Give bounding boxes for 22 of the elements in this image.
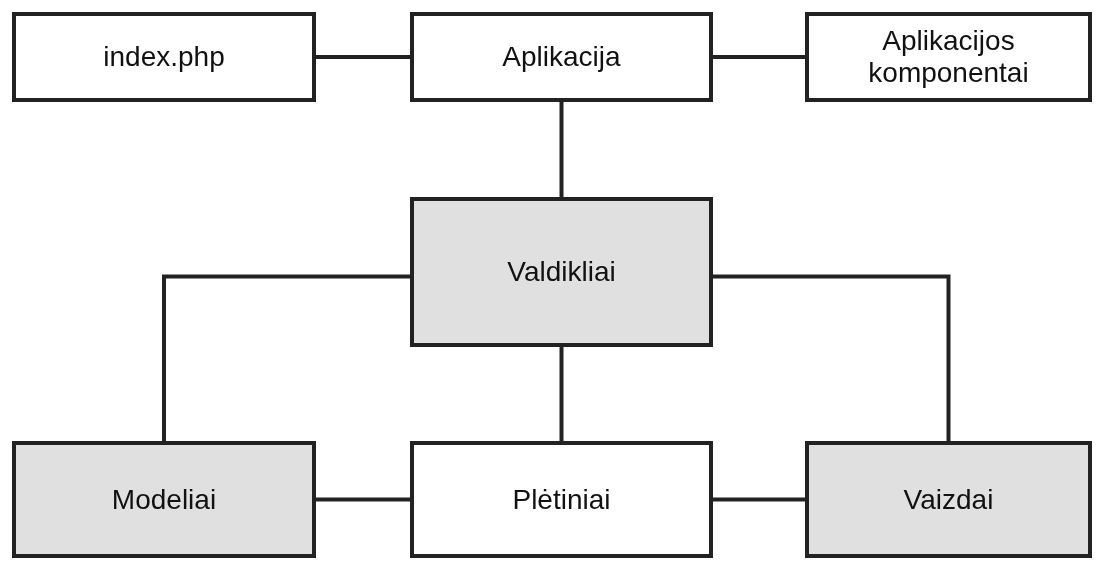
connector-line [713,274,951,441]
connector-line [162,274,410,441]
box-label: Valdikliai [507,256,616,288]
box-label: Plėtiniai [512,483,611,516]
process-box [805,12,1092,102]
box-label: Aplikacijos komponentai [867,25,1030,89]
process-box [805,441,1092,558]
box-label: Vaizdai [903,483,994,516]
box-label: Aplikacija [502,41,621,73]
process-box [410,441,713,558]
connector-line [713,497,805,502]
connector-line [713,55,805,59]
box-label: Modeliai [111,483,217,516]
process-box [410,12,713,102]
connector-line [316,55,410,59]
connector-line [559,347,564,441]
process-box [12,12,316,102]
connector-line [559,102,564,197]
box-label: index.php [103,41,225,73]
process-box [410,197,713,347]
connector-line [316,497,410,502]
process-box [12,441,316,558]
